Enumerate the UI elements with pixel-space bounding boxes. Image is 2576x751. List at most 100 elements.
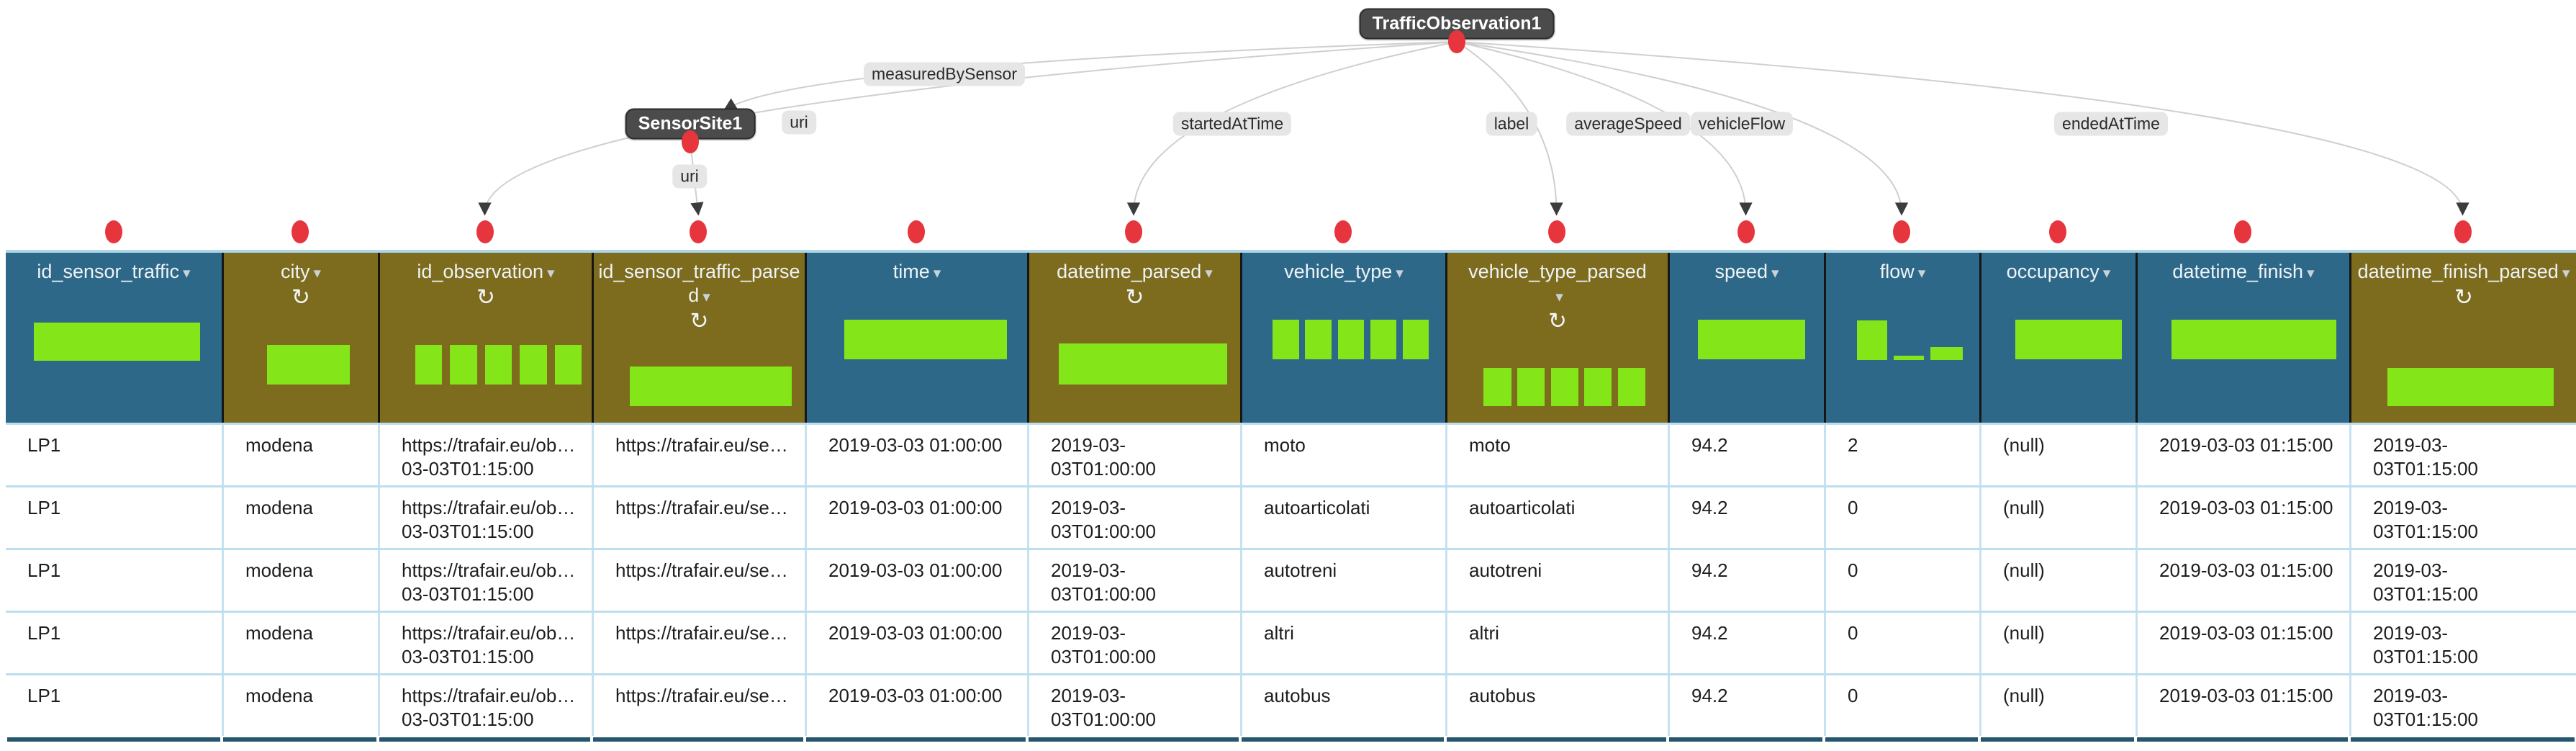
histogram-bar xyxy=(2387,368,2554,406)
edge-label-endedAtTime[interactable]: endedAtTime xyxy=(2054,112,2168,136)
column-title[interactable]: datetime_finish_parsed▾ xyxy=(2357,261,2570,282)
column-header-id_sensor_traffic[interactable]: id_sensor_traffic▾ xyxy=(6,253,222,423)
histogram-bar xyxy=(1550,368,1578,406)
table-cell-id_sensor_traffic: LP1 xyxy=(27,622,61,644)
table-cell-id_sensor_traffic_parsed: https://trafair.eu/se… xyxy=(592,675,805,736)
column-title[interactable]: occupancy▾ xyxy=(2006,261,2111,282)
table-cell-id_sensor_traffic: LP1 xyxy=(27,497,61,518)
column-dropdown-caret-icon[interactable]: ▾ xyxy=(547,265,555,282)
histogram-bar xyxy=(844,320,1008,359)
column-title[interactable]: datetime_finish▾ xyxy=(2172,261,2315,282)
column-title[interactable]: vehicle_type_parsed▾ xyxy=(1468,261,1647,305)
column-anchor-dot-speed xyxy=(1737,220,1755,243)
histogram-bar xyxy=(1584,368,1612,406)
graph-node-sensorsite1[interactable]: SensorSite1 xyxy=(625,108,756,140)
histogram-bar xyxy=(629,366,792,406)
refresh-transform-icon[interactable]: ↻ xyxy=(1125,284,1144,310)
table-cell-city: modena xyxy=(222,613,378,673)
table-cell-flow: 0 xyxy=(1824,550,1979,611)
table-bottom-border-segment xyxy=(1825,737,1978,742)
column-dropdown-caret-icon[interactable]: ▾ xyxy=(2102,265,2111,282)
column-title[interactable]: vehicle_type▾ xyxy=(1284,261,1404,282)
edge-label-vehicleFlow[interactable]: vehicleFlow xyxy=(1690,112,1794,136)
table-cell-time: 2019-03-03 01:00:00 xyxy=(805,550,1027,611)
mapping-edge xyxy=(478,41,1458,216)
column-header-vehicle_type_parsed[interactable]: vehicle_type_parsed▾ ↻ xyxy=(1445,253,1668,423)
column-header-id_sensor_traffic_parsed[interactable]: id_sensor_traffic_parsed▾↻ xyxy=(592,253,805,423)
column-dropdown-caret-icon[interactable]: ▾ xyxy=(2307,265,2315,282)
column-title[interactable]: id_sensor_traffic_parsed▾ xyxy=(598,261,800,306)
column-title[interactable]: city▾ xyxy=(280,261,322,282)
column-header-vehicle_type[interactable]: vehicle_type▾ xyxy=(1240,253,1445,423)
table-cell-datetime_parsed: 2019-03- 03T01:00:00 xyxy=(1027,550,1240,611)
table-cell-vehicle_type_parsed: moto xyxy=(1445,425,1668,485)
column-header-speed[interactable]: speed▾ xyxy=(1668,253,1824,423)
edge-label-startedAtTime[interactable]: startedAtTime xyxy=(1172,112,1292,136)
edge-label-measuredBySensor[interactable]: measuredBySensor xyxy=(864,62,1025,86)
histogram-bar xyxy=(1856,320,1888,360)
table-cell-datetime_finish_parsed: 2019-03- 03T01:15:00 xyxy=(2349,675,2576,736)
column-title[interactable]: time▾ xyxy=(892,261,941,282)
column-dropdown-caret-icon[interactable]: ▾ xyxy=(1771,265,1779,282)
column-title[interactable]: speed▾ xyxy=(1714,261,1779,282)
column-header-flow[interactable]: flow▾ xyxy=(1824,253,1979,423)
node-anchor-dot-TrafficObservation1 xyxy=(1448,30,1465,53)
edge-label-uri[interactable]: uri xyxy=(782,110,816,135)
column-title[interactable]: flow▾ xyxy=(1879,261,1926,282)
table-bottom-border-segment xyxy=(7,737,220,742)
table-cell-datetime_finish_parsed: 2019-03- 03T01:15:00 xyxy=(2349,550,2576,611)
table-cell-id_observation: https://trafair.eu/ob… 03-03T01:15:00 xyxy=(378,425,592,485)
histogram-bar xyxy=(415,345,443,385)
table-cell-city: modena xyxy=(222,487,378,548)
column-dropdown-caret-icon[interactable]: ▾ xyxy=(2562,265,2570,282)
histogram-bar xyxy=(520,345,547,385)
column-header-id_observation[interactable]: id_observation▾↻ xyxy=(378,253,592,423)
histogram-bar xyxy=(1402,320,1429,359)
refresh-transform-icon[interactable]: ↻ xyxy=(1548,308,1567,333)
histogram-bar xyxy=(34,323,200,361)
edge-label-uri[interactable]: uri xyxy=(672,164,707,189)
table-bottom-border-segment xyxy=(2351,737,2575,742)
refresh-transform-icon[interactable]: ↻ xyxy=(2454,284,2473,310)
column-dropdown-caret-icon[interactable]: ▾ xyxy=(183,265,191,282)
column-header-occupancy[interactable]: occupancy▾ xyxy=(1979,253,2136,423)
column-header-datetime_finish[interactable]: datetime_finish▾ xyxy=(2136,253,2349,423)
table-bottom-border-segment xyxy=(2137,737,2348,742)
column-dropdown-caret-icon[interactable]: ▾ xyxy=(1917,265,1926,282)
edge-label-averageSpeed[interactable]: averageSpeed xyxy=(1566,112,1690,136)
column-dropdown-caret-icon[interactable]: ▾ xyxy=(933,265,941,282)
column-header-datetime_parsed[interactable]: datetime_parsed▾↻ xyxy=(1027,253,1240,423)
column-header-datetime_finish_parsed[interactable]: datetime_finish_parsed▾↻ xyxy=(2349,253,2576,423)
table-cell-occupancy: (null) xyxy=(1979,425,2136,485)
histogram-bar xyxy=(1337,320,1365,359)
column-dropdown-caret-icon[interactable]: ▾ xyxy=(1396,265,1404,282)
refresh-transform-icon[interactable]: ↻ xyxy=(690,308,709,333)
table-cell-id_observation: https://trafair.eu/ob… 03-03T01:15:00 xyxy=(378,613,592,673)
column-anchor-dot-datetime_finish_parsed xyxy=(2454,220,2472,243)
histogram-bar xyxy=(1273,320,1299,359)
table-cell-city: modena xyxy=(222,550,378,611)
column-anchor-dot-flow xyxy=(1893,220,1910,243)
edge-label-label[interactable]: label xyxy=(1486,112,1537,136)
column-header-city[interactable]: city▾↻ xyxy=(222,253,378,423)
column-title[interactable]: id_sensor_traffic▾ xyxy=(37,261,191,282)
table-cell-datetime_finish_parsed: 2019-03- 03T01:15:00 xyxy=(2349,613,2576,673)
table-cell-occupancy: (null) xyxy=(1979,487,2136,548)
refresh-transform-icon[interactable]: ↻ xyxy=(476,284,495,310)
column-header-time[interactable]: time▾ xyxy=(805,253,1027,423)
column-dropdown-caret-icon[interactable]: ▾ xyxy=(1205,265,1213,282)
histogram-bar xyxy=(450,345,477,385)
column-dropdown-caret-icon[interactable]: ▾ xyxy=(702,289,710,305)
column-dropdown-caret-icon[interactable]: ▾ xyxy=(1555,289,1563,305)
table-cell-datetime_finish: 2019-03-03 01:15:00 xyxy=(2136,487,2349,548)
column-anchor-dot-vehicle_type xyxy=(1334,220,1352,243)
column-title[interactable]: id_observation▾ xyxy=(417,261,555,282)
table-cell-id_sensor_traffic: LP1 xyxy=(27,685,61,706)
column-dropdown-caret-icon[interactable]: ▾ xyxy=(313,265,322,282)
mapping-edge xyxy=(723,41,1458,111)
table-bottom-border-segment xyxy=(1669,737,1822,742)
table-cell-datetime_parsed: 2019-03- 03T01:00:00 xyxy=(1027,425,1240,485)
refresh-transform-icon[interactable]: ↻ xyxy=(292,284,310,310)
column-title[interactable]: datetime_parsed▾ xyxy=(1057,261,1213,282)
table-cell-flow: 0 xyxy=(1824,675,1979,736)
